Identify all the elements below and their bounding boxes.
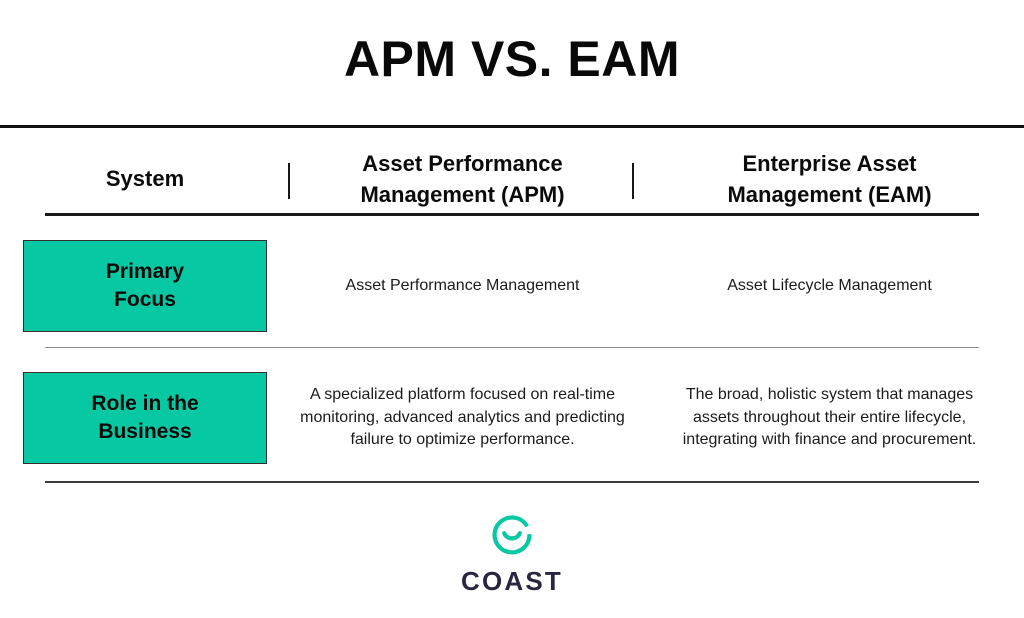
cell-apm-value: Asset Performance Management [345,276,580,294]
table-row: Role in the Business A specialized platf… [0,368,1024,468]
status-badge: Primary Focus [23,240,267,332]
brand-wordmark: COAST [461,566,563,596]
column-header-eam: Enterprise Asset Management (EAM) [635,148,1024,210]
column-header-eam-line2: Management (EAM) [727,182,932,207]
column-header-apm: Asset Performance Management (APM) [290,148,635,210]
row-label-cell: Role in the Business [0,372,290,464]
header-bottom-rule [45,213,979,216]
row-label-cell: Primary Focus [0,240,290,332]
title-divider-rule [0,125,1024,128]
header-vertical-divider-1 [288,163,290,199]
column-header-eam-line1: Enterprise Asset [742,150,917,176]
brand-logo: COAST [0,513,1024,597]
row-label-line1: Role in the [91,392,199,416]
row-label-line2: Business [98,420,192,443]
table-row: Primary Focus Asset Performance Manageme… [0,236,1024,336]
column-header-apm-line2: Management (APM) [360,182,565,207]
status-badge: Role in the Business [23,372,267,464]
page-title: APM VS. EAM [343,31,681,87]
column-header-system: System [105,166,185,192]
coast-circle-smile-icon [492,515,532,555]
cell-eam-value: The broad, holistic system that manages … [682,385,977,449]
column-header-apm-line1: Asset Performance [362,150,563,176]
table-header-row: System Asset Performance Management (APM… [0,148,1024,210]
row-separator-rule [45,347,979,348]
cell-apm-value: A specialized platform focused on real-t… [300,385,625,449]
row-label-line2: Focus [114,288,176,311]
table-bottom-rule [45,481,979,483]
cell-eam-value: Asset Lifecycle Management [727,276,932,294]
header-vertical-divider-2 [632,163,634,199]
row-label-line1: Primary [105,260,185,284]
